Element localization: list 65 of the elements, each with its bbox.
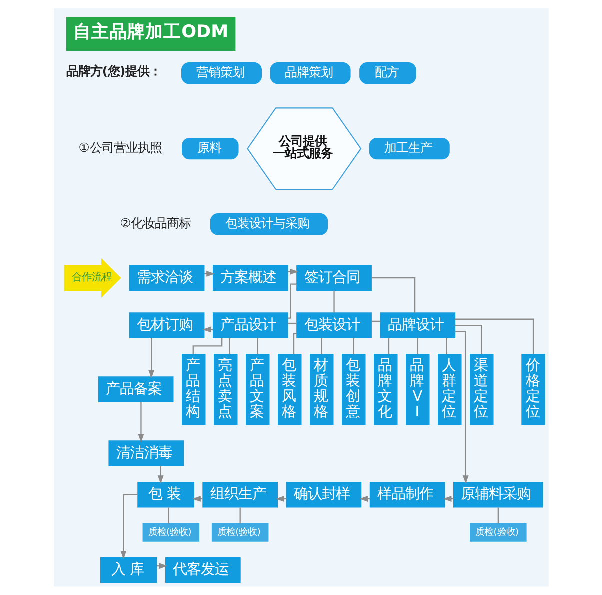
arrow: [148, 338, 154, 379]
node-box: 包装设计: [296, 312, 372, 338]
connector: [371, 320, 380, 322]
connector: [168, 508, 169, 524]
node-box: 原料: [182, 138, 238, 160]
connector: [388, 338, 390, 354]
node-box: 组织生产: [202, 482, 278, 508]
connector: [288, 322, 296, 324]
node-box: 加工生产: [368, 138, 450, 160]
node-box: 质检(验收): [470, 523, 526, 542]
node-box: 代客发运: [165, 557, 240, 584]
node-box: 品牌策划: [270, 62, 350, 84]
connector: [192, 338, 222, 354]
arrow: [454, 331, 468, 484]
connector: [352, 338, 354, 354]
node-box: 清洁消毒: [108, 440, 184, 466]
connector: [454, 325, 482, 354]
node-box: 产品备案: [98, 376, 174, 402]
connector: [454, 318, 534, 354]
node-box: 材质规格: [310, 354, 334, 426]
node-box: 人群定位: [438, 354, 462, 426]
node-box: 包装创意: [342, 354, 366, 426]
node-box: 品牌VI: [406, 354, 430, 426]
node-box: 产品文案: [246, 354, 270, 426]
node-box: 渠道定位: [470, 354, 494, 426]
node-box: 品牌设计: [380, 312, 456, 338]
node-box: 需求洽谈: [128, 265, 204, 291]
node-box: 亮点卖点: [214, 354, 238, 426]
node-box: 品牌文化: [374, 354, 398, 426]
node-box: 包材订购: [128, 312, 204, 338]
node-box: 方案概述: [212, 265, 288, 291]
node-box: 包装风格: [278, 354, 302, 426]
node-box: 质检(验收): [211, 523, 268, 542]
connector: [320, 338, 322, 354]
node-box: 签订合同: [296, 265, 372, 291]
node-box: 确认封样: [286, 482, 362, 508]
arrow: [120, 494, 138, 560]
node-box: 样品制作: [369, 482, 445, 508]
arrow: [157, 466, 164, 484]
connector: [446, 338, 447, 354]
connector: [497, 508, 498, 524]
node-box: 营销策划: [181, 62, 262, 84]
node-box: 入 库: [100, 557, 157, 584]
node-box: 产品设计: [212, 312, 288, 338]
connector: [292, 333, 296, 354]
node-box: 产品结构: [182, 354, 206, 426]
connector: [288, 284, 296, 319]
node-box: 价格定位: [521, 354, 545, 426]
label: 品牌方(您)提供：: [66, 64, 162, 78]
node-box: 包装设计与采购: [210, 214, 328, 236]
connector: [256, 338, 258, 354]
label: ②化妆品商标: [120, 216, 191, 231]
node-box: 包 装: [137, 482, 194, 508]
diagram-title: 自主品牌加工ODM: [73, 22, 228, 42]
label: ①公司营业执照: [78, 141, 162, 156]
arrow: [138, 402, 144, 443]
arrow: [202, 326, 213, 333]
connector: [239, 508, 240, 524]
node-box: 原辅料采购: [453, 482, 543, 508]
connector: [371, 278, 416, 314]
connector: [333, 290, 334, 314]
connector: [228, 338, 230, 354]
connector: [416, 338, 418, 354]
node-box: 配方: [359, 62, 416, 84]
node-box: 质检(验收): [142, 523, 200, 542]
